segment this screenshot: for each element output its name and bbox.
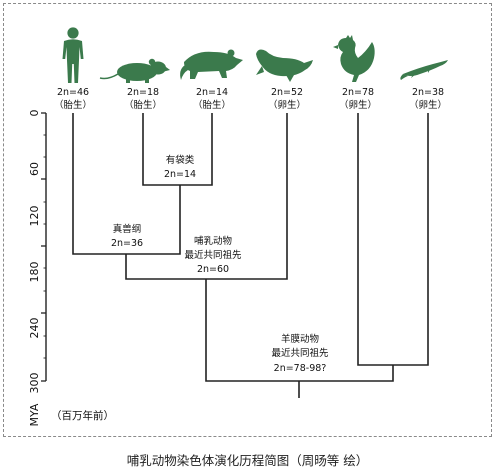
human-chrom: 2n=46 [57,87,89,98]
node-amniote-chrom: 2n=78-98? [274,363,327,374]
axis-unit-note: （百万年前） [51,409,114,422]
node-mammal-chrom: 2n=60 [197,264,229,275]
branch-sauropsid-clade [357,113,429,366]
possum-icon [180,49,243,80]
human-mode: （胎生） [54,99,92,111]
tree-branches [72,113,429,398]
chicken-icon [333,35,375,82]
figure-caption: 哺乳动物染色体演化历程简图（周旸等 绘） [126,453,369,468]
node-amniote-title1: 羊膜动物 [281,333,320,345]
figure-frame [3,3,492,437]
marsupial-chrom: 2n=14 [196,87,228,98]
axis-major-ticks [41,112,46,382]
monotreme-mode: （卵生） [268,99,306,111]
node-eutherian-chrom: 2n=36 [111,238,143,249]
node-marsupial-chrom: 2n=14 [164,169,196,180]
node-eutherian-title: 真兽纲 [113,223,142,235]
lizard-icon [400,60,448,80]
axis-tick-label: 180 [28,262,41,283]
bird-mode: （卵生） [339,99,377,111]
lizard-chrom: 2n=38 [412,87,444,98]
node-marsupial-title: 有袋类 [166,154,195,166]
rat-icon [99,58,170,83]
axis-tick-label: 240 [28,318,41,339]
time-axis: 0 60 120 180 240 300 MYA （百万年前） [28,110,114,427]
axis-tick-label: 60 [28,162,41,176]
rodent-chrom: 2n=18 [127,87,159,98]
axis-unit: MYA [28,403,41,426]
node-mammal-title1: 哺乳动物 [194,235,233,247]
lizard-mode: （卵生） [409,99,447,111]
platypus-icon [256,49,313,82]
axis-tick-label: 120 [28,206,41,227]
axis-tick-label: 300 [28,373,41,394]
phylogeny-diagram: .br { stroke: #222; stroke-width: 1.6; f… [28,27,448,427]
node-amniote-title2: 最近共同祖先 [271,347,329,359]
rodent-mode: （胎生） [124,99,162,111]
node-mammal-title2: 最近共同祖先 [184,249,242,261]
human-icon [62,27,84,83]
axis-tick-label: 0 [28,110,41,117]
bird-chrom: 2n=78 [342,87,374,98]
monotreme-chrom: 2n=52 [271,87,303,98]
marsupial-mode: （胎生） [193,99,231,111]
branch-marsupial-clade [142,113,213,186]
